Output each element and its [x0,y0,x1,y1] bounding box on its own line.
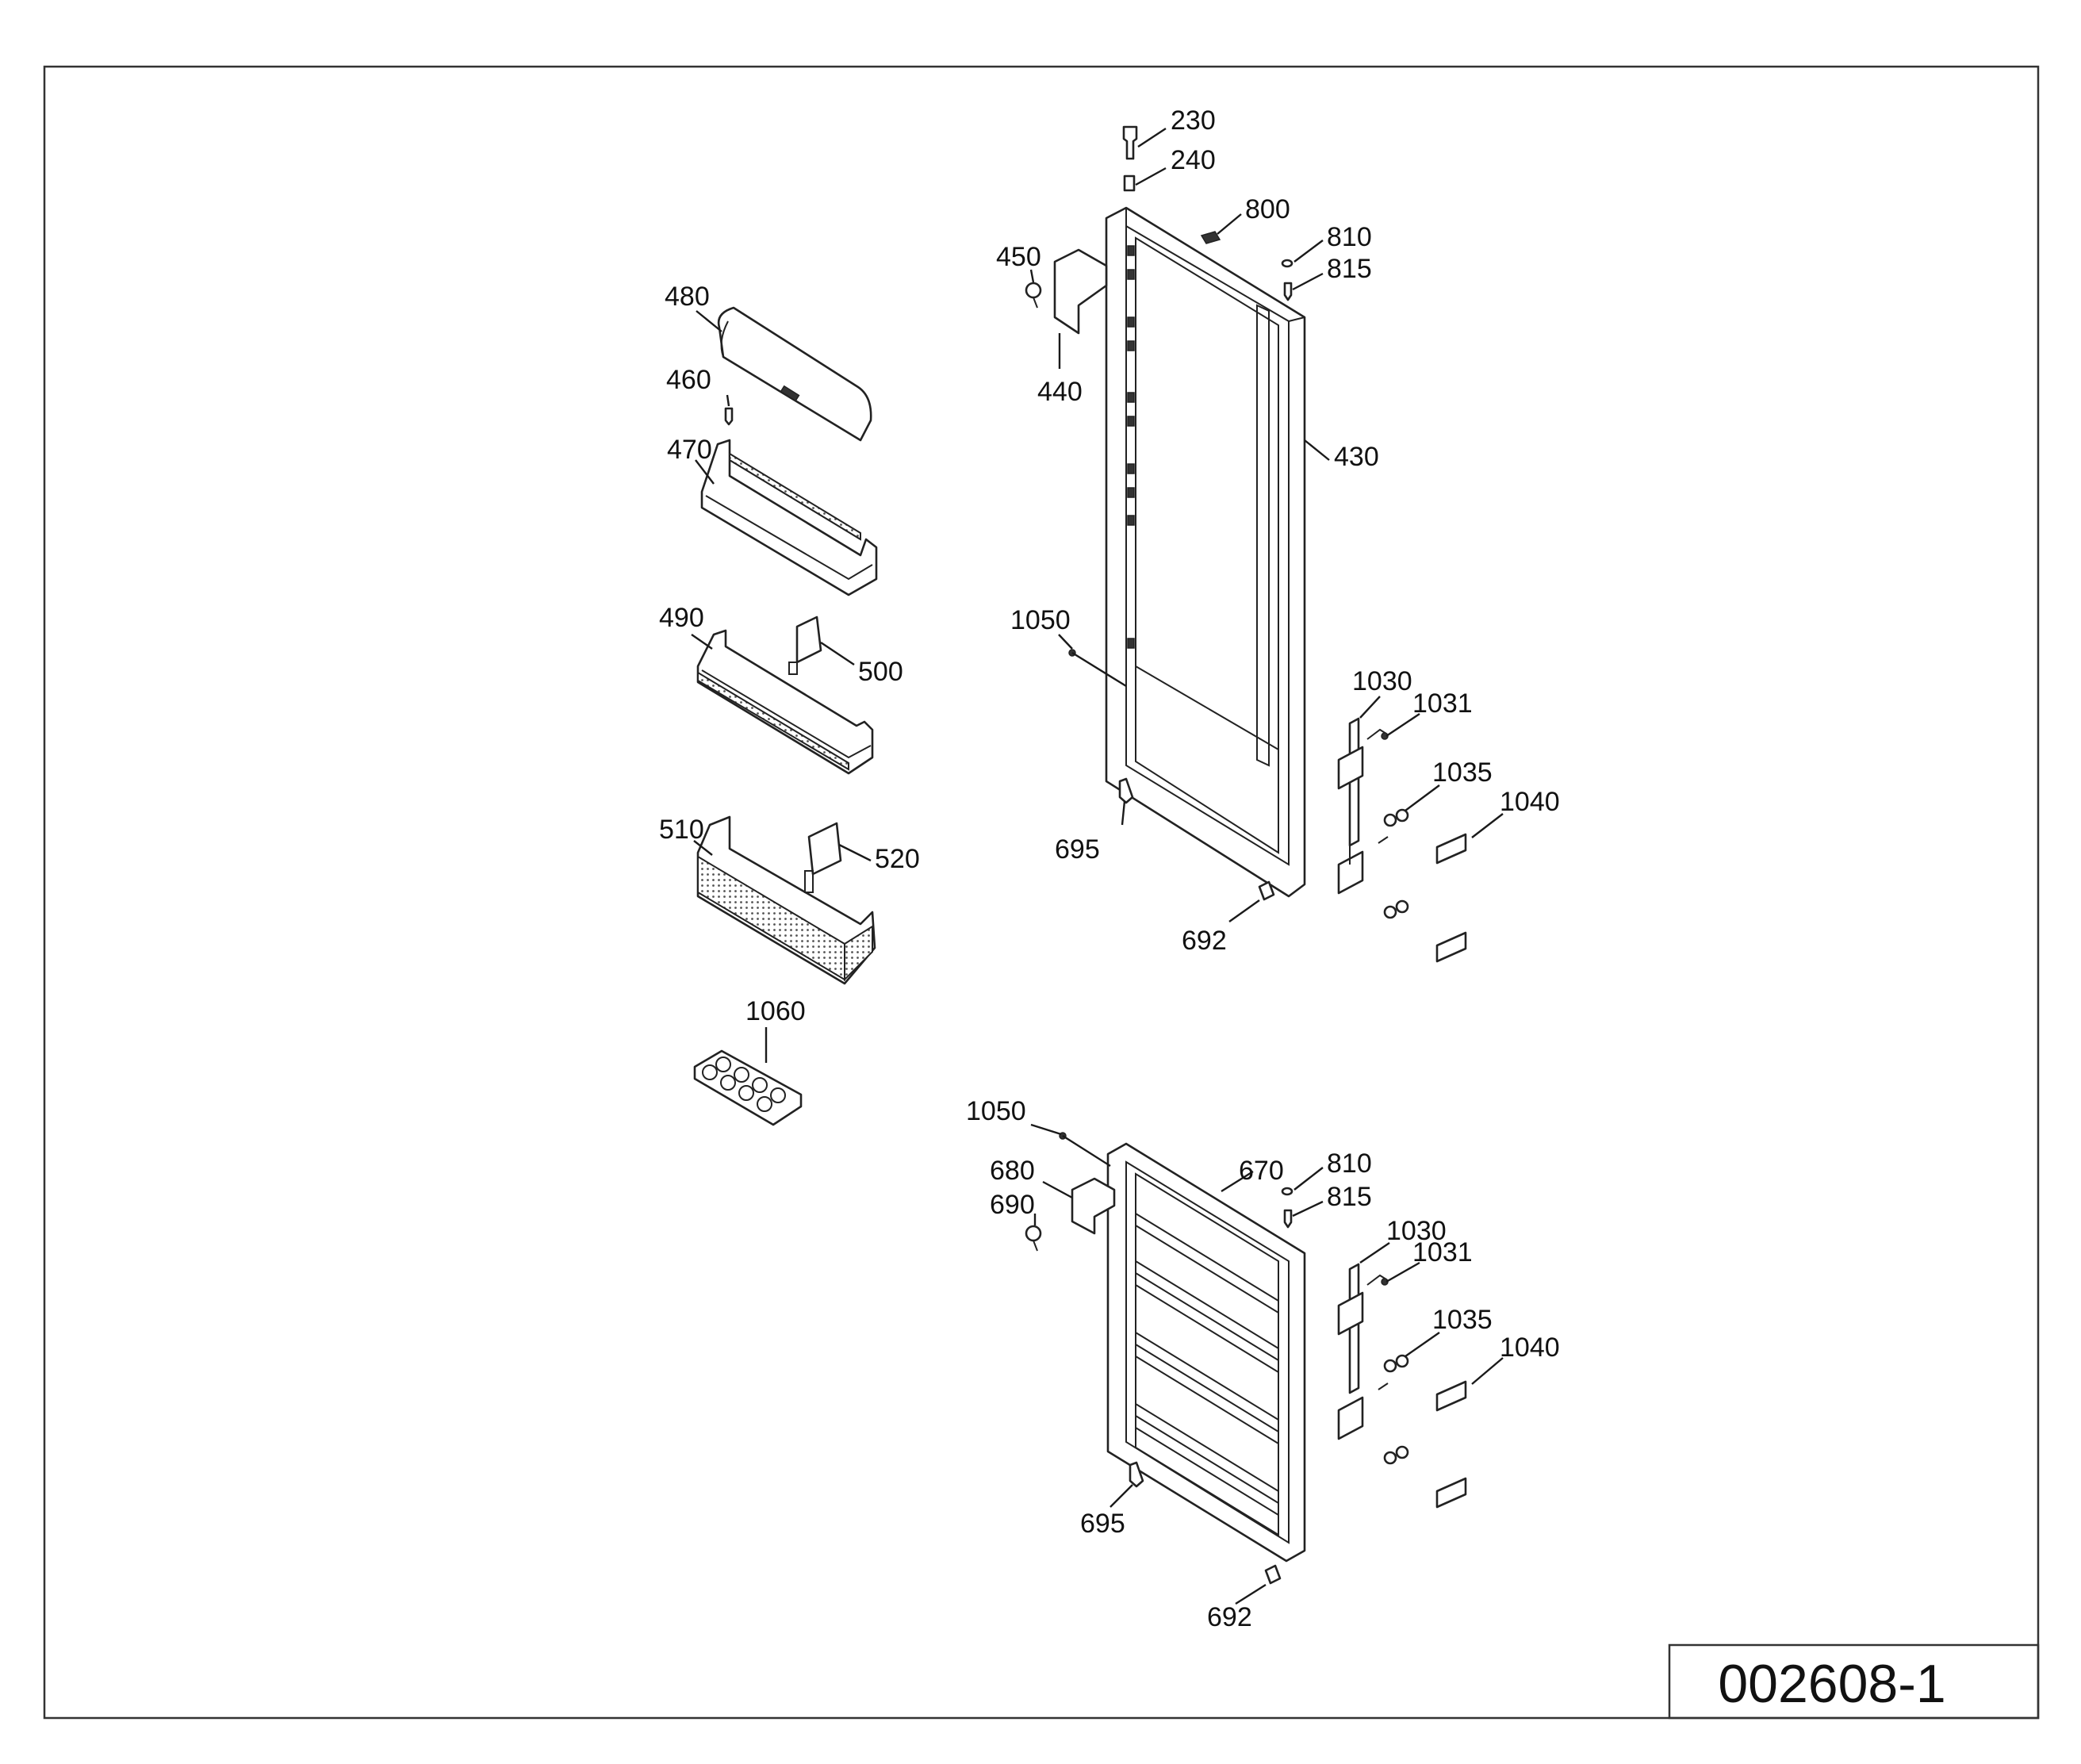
leader-lines [691,127,1504,1605]
callout-690: 690 [990,1190,1035,1220]
upper-door-assembly [1025,125,1467,963]
callout-480: 480 [665,282,710,312]
callout-1040-lower: 1040 [1500,1333,1560,1363]
callout-1050-lower: 1050 [966,1096,1026,1126]
callout-810-lower: 810 [1327,1149,1372,1179]
callout-695-lower: 695 [1080,1509,1125,1539]
callout-1031-lower: 1031 [1412,1237,1473,1267]
callout-240: 240 [1171,145,1216,175]
callout-1060: 1060 [745,996,806,1026]
callout-800: 800 [1245,194,1290,224]
callout-1035-upper: 1035 [1432,757,1493,788]
callout-490: 490 [659,603,704,633]
callout-440: 440 [1037,377,1083,407]
callout-500: 500 [858,657,903,687]
callout-1030-lower: 1030 [1386,1216,1447,1246]
callout-1040-upper: 1040 [1500,787,1560,817]
callout-230: 230 [1171,105,1216,136]
callout-692-lower: 692 [1207,1602,1252,1632]
callout-815: 815 [1327,254,1372,284]
callout-670: 670 [1239,1156,1284,1186]
callout-1050-upper: 1050 [1010,605,1071,635]
callout-520: 520 [875,844,920,874]
callout-810: 810 [1327,222,1372,252]
door-shelves [693,306,878,1126]
callout-1031-upper: 1031 [1412,688,1473,719]
callout-450: 450 [996,242,1041,272]
drawing-frame [43,65,2040,1720]
callout-815-lower: 815 [1327,1182,1372,1212]
callout-695-upper: 695 [1055,834,1100,865]
callout-labels: 230 240 800 810 815 450 440 430 480 460 … [659,105,1560,1632]
callout-470: 470 [667,435,712,465]
callout-680: 680 [990,1156,1035,1186]
callout-430: 430 [1334,442,1379,472]
callout-1030-upper: 1030 [1352,666,1412,696]
callout-460: 460 [666,365,711,395]
callout-1035-lower: 1035 [1432,1305,1493,1335]
callout-692-upper: 692 [1182,926,1227,956]
drawing-number: 002608-1 [1718,1654,1945,1714]
lower-door-assembly [1025,1132,1467,1585]
callout-510: 510 [659,815,704,845]
title-block: 002608-1 [1668,1643,2040,1720]
